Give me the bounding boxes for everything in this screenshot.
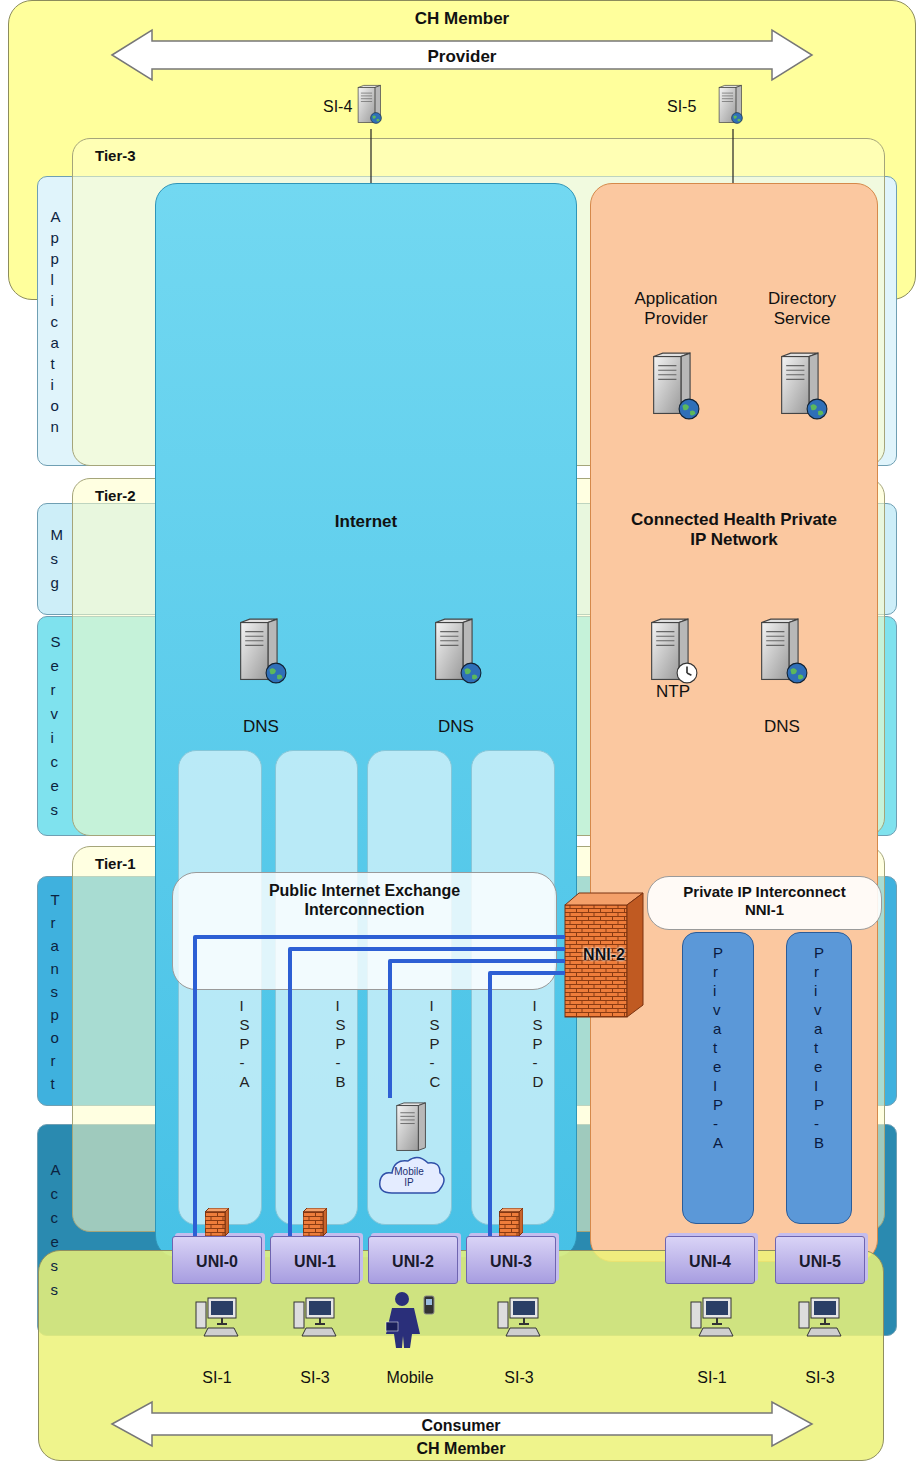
phone-icon (424, 1296, 434, 1314)
computer-icon (294, 1298, 336, 1336)
double-arrow (112, 30, 812, 80)
globe-icon (807, 399, 827, 419)
network-region: Connected Health Private IP Network Appli… (590, 183, 878, 1262)
node-label: SI-5 (667, 97, 696, 116)
connector-line (390, 961, 565, 1098)
uni-box: UNI-4 (665, 1236, 755, 1284)
node-label: Tier-2 (95, 487, 136, 505)
firewall-front (565, 905, 627, 1017)
node-label: Transport (51, 888, 52, 1095)
node-label: CH Member (415, 9, 509, 29)
node-label: ISP-D (533, 996, 534, 1091)
node-label: SI-3 (805, 1368, 834, 1387)
node-label: Tier-3 (95, 147, 136, 165)
node-label: Consumer (421, 1416, 500, 1435)
node-label: Internet (335, 512, 397, 532)
node-label: Application Provider (613, 289, 739, 330)
uni-box: UNI-0 (172, 1236, 262, 1284)
server-icon (397, 1103, 426, 1151)
computer-icon (498, 1298, 540, 1336)
uni-box: UNI-2 (368, 1236, 458, 1284)
globe-icon (787, 663, 807, 683)
node-label: CH Member (417, 1439, 506, 1458)
node-label: Private IP Interconnect NNI-1 (667, 883, 862, 919)
node-label: SI-1 (202, 1368, 231, 1387)
node-label: ISP-A (240, 996, 241, 1091)
server-icon (719, 85, 741, 122)
firewall-icon (303, 1208, 327, 1236)
node-label: NTP (656, 682, 690, 702)
firewall-side (627, 893, 643, 1017)
globe-icon (679, 399, 699, 419)
cloud-shape (380, 1157, 444, 1193)
phone-screen (426, 1299, 432, 1305)
node-label: UNI-3 (490, 1252, 532, 1271)
connector-line (490, 973, 565, 1236)
node-label: SI-1 (697, 1368, 726, 1387)
node-label: UNI-1 (294, 1252, 336, 1271)
uni-box: UNI-5 (775, 1236, 865, 1284)
connector-line (290, 949, 565, 1236)
connector-line (732, 129, 733, 183)
node-label: DNS (438, 717, 474, 737)
node-label: UNI-0 (196, 1252, 238, 1271)
interconnect-box: Private IP Interconnect NNI-1 (647, 876, 882, 930)
connector-line (195, 937, 565, 1236)
node-label: SI-3 (504, 1368, 533, 1387)
uni-box: UNI-1 (270, 1236, 360, 1284)
person-head (395, 1292, 409, 1306)
node-label: Tier-1 (95, 855, 136, 873)
node-label: Public Internet Exchange Interconnection (245, 881, 485, 919)
computer-icon (691, 1298, 733, 1336)
server-icon (358, 85, 380, 122)
server-node: SI-4 (318, 85, 394, 129)
node-label: DNS (764, 717, 800, 737)
node-label: Directory Service (753, 289, 851, 330)
globe-icon (732, 113, 743, 124)
firewall-icon (499, 1208, 523, 1236)
node-label: Mobile IP (389, 1166, 429, 1188)
node-label: Connected Health Private IP Network (627, 510, 842, 551)
node-label: Access (51, 1158, 52, 1302)
node-label: Provider (428, 47, 497, 67)
node-label: DNS (243, 717, 279, 737)
double-arrow (112, 1402, 812, 1446)
computer-icon (799, 1298, 841, 1336)
uni-box: UNI-3 (466, 1236, 556, 1284)
node-label: Private IP-B (814, 943, 815, 1152)
node-label: Msg (51, 523, 52, 595)
node-label: Services (51, 630, 52, 822)
node-label: ISP-C (430, 996, 431, 1091)
node-label: Private IP-A (713, 943, 714, 1152)
node-label: UNI-4 (689, 1252, 731, 1271)
connector-line (370, 129, 371, 183)
globe-icon (461, 663, 481, 683)
person-body (386, 1308, 420, 1348)
node-label: Application (51, 206, 52, 437)
node-label: SI-3 (300, 1368, 329, 1387)
briefcase (386, 1322, 398, 1331)
private-column: Private IP-A (682, 932, 754, 1224)
clock-icon (677, 663, 697, 683)
node-label: UNI-2 (392, 1252, 434, 1271)
node-label: Mobile (386, 1368, 433, 1387)
node-label: UNI-5 (799, 1252, 841, 1271)
computer-icon (196, 1298, 238, 1336)
globe-icon (371, 113, 382, 124)
globe-icon (266, 663, 286, 683)
node-label: NNI-2 (583, 945, 625, 964)
node-label: SI-4 (323, 97, 352, 116)
node-label: ISP-B (336, 996, 337, 1091)
private-column: Private IP-B (786, 932, 852, 1224)
firewall-icon (205, 1208, 229, 1236)
network-region: InternetDNS DNS ISP-A ISP-B ISP-C Mobile IP IS… (155, 183, 577, 1258)
